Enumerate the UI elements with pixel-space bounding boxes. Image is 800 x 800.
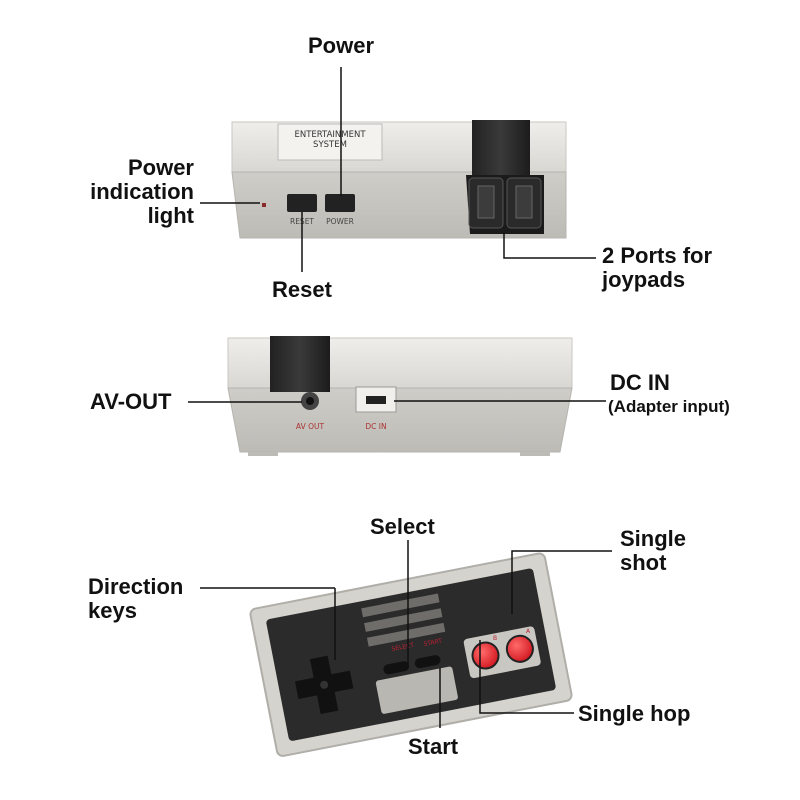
start-tag: START (423, 637, 443, 647)
direction-keys[interactable] (291, 652, 357, 718)
dc-in-title: DC IN (610, 370, 670, 395)
b-tag: B (493, 635, 497, 642)
a-button-single-shot[interactable] (505, 634, 535, 664)
callout-single-hop: Single hop (578, 701, 691, 726)
indicator-line3: light (147, 203, 194, 228)
callout-start: Start (408, 734, 459, 759)
ports-line1: 2 Ports for (602, 243, 713, 268)
power-indicator-light (262, 203, 266, 207)
direction-line1: Direction (88, 574, 184, 599)
select-button[interactable] (383, 660, 410, 675)
single-shot-line1: Single (620, 526, 687, 551)
reset-button[interactable] (287, 194, 317, 212)
sticker-line2: SYSTEM (313, 140, 347, 150)
b-button-single-hop[interactable] (470, 640, 500, 670)
callout-av-out: AV-OUT (90, 389, 172, 414)
callout-joypad-ports: 2 Ports for joypads (602, 244, 712, 292)
indicator-line1: Power (127, 155, 194, 180)
dc-in-subtitle: (Adapter input) (608, 397, 730, 416)
callout-select: Select (370, 514, 435, 539)
callout-dc-in: DC IN (Adapter input) (608, 370, 730, 419)
ports-line2: joypads (602, 267, 686, 292)
callout-direction-keys: Direction keys (88, 575, 183, 623)
entertainment-system-sticker (277, 123, 383, 161)
direction-line2: keys (88, 598, 137, 623)
start-button[interactable] (414, 654, 441, 669)
sticker-line1: ENTERTAINMENT (294, 130, 366, 140)
av-out-tag: AV OUT (296, 422, 325, 431)
console-back-view (227, 336, 573, 456)
controller (249, 552, 573, 757)
a-tag: A (526, 628, 531, 635)
callout-power-indication-light: Power indication light (60, 156, 194, 228)
joypad-ports (466, 175, 544, 234)
callout-lines (188, 67, 612, 728)
callout-reset: Reset (272, 277, 332, 302)
power-button[interactable] (325, 194, 355, 212)
indicator-line2: indication (90, 179, 194, 204)
dc-in-tag: DC IN (365, 422, 386, 431)
single-shot-line2: shot (620, 550, 667, 575)
callout-power: Power (308, 33, 375, 58)
power-tag: POWER (326, 217, 354, 226)
callout-single-shot: Single shot (620, 527, 686, 575)
select-tag: SELECT (391, 642, 415, 653)
